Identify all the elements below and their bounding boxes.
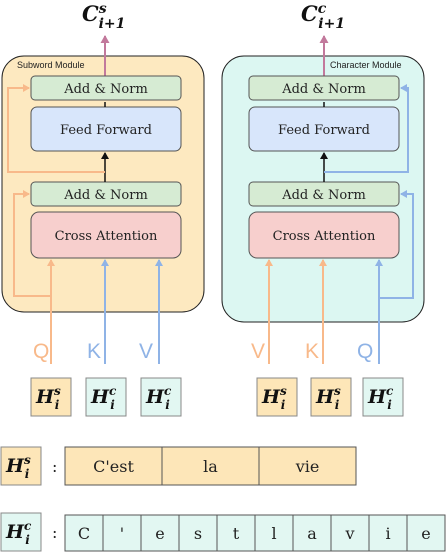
subword-residual-ff — [7, 84, 105, 173]
subword-token-cell — [258, 446, 357, 486]
character-token-text: l — [271, 524, 276, 543]
character-token-text: e — [155, 524, 164, 543]
character-residual-ff — [324, 84, 409, 173]
character-input-k-box — [310, 377, 352, 417]
character-token-list: C ' e s t l a v i e — [64, 514, 446, 552]
character-token-text: e — [421, 524, 430, 543]
character-token-cell — [64, 514, 104, 552]
character-input-q-box — [362, 377, 404, 417]
character-residual-attention — [379, 190, 414, 299]
subword-input-k-box — [85, 377, 127, 417]
subword-cross-attention-label: Cross Attention — [55, 229, 158, 244]
subword-cross-attention — [30, 211, 182, 259]
subword-feed-forward — [30, 106, 182, 152]
subword-seq-colon: : — [52, 457, 57, 476]
character-cross-attention — [248, 211, 400, 259]
subword-k-letter: K — [87, 340, 101, 363]
character-token-cell — [102, 514, 142, 552]
subword-add-norm-top — [30, 75, 182, 101]
subword-token-list: C'est la vie — [64, 446, 357, 486]
character-v-letter: V — [251, 340, 265, 363]
subword-q-letter: Q — [33, 340, 49, 363]
character-cross-attention-label: Cross Attention — [273, 229, 376, 244]
character-feed-forward-label: Feed Forward — [278, 123, 370, 138]
character-token-cell — [406, 514, 446, 552]
character-q-letter: Q — [357, 340, 373, 363]
character-token-cell — [254, 514, 294, 552]
subword-module-label: Subword Module — [17, 60, 85, 70]
subword-token-cell — [64, 446, 163, 486]
subword-seq-label-box — [0, 446, 42, 486]
character-k-letter: K — [305, 340, 319, 363]
subword-input-q-box — [30, 377, 72, 417]
subword-input-v-box — [140, 377, 182, 417]
character-input-v-box — [256, 377, 298, 417]
subword-token-text: la — [203, 457, 218, 476]
character-token-cell — [330, 514, 370, 552]
subword-feed-forward-label: Feed Forward — [60, 123, 152, 138]
character-add-norm-top-label: Add & Norm — [281, 82, 366, 97]
character-add-norm-bottom-label: Add & Norm — [281, 188, 366, 203]
subword-add-norm-bottom-label: Add & Norm — [63, 188, 148, 203]
character-token-text: v — [344, 524, 354, 543]
character-token-cell — [368, 514, 408, 552]
character-token-text: t — [233, 524, 240, 543]
subword-add-norm-bottom — [30, 181, 182, 207]
subword-v-letter: V — [139, 340, 153, 363]
character-token-cell — [140, 514, 180, 552]
subword-token-text: vie — [295, 457, 320, 476]
subword-residual-attention — [13, 190, 51, 297]
character-token-text: ' — [120, 524, 124, 543]
character-token-text: i — [385, 524, 390, 543]
character-module-label: Character Module — [330, 60, 402, 70]
character-seq-colon: : — [52, 523, 57, 542]
character-token-text: a — [307, 524, 317, 543]
character-seq-label-box — [0, 512, 42, 552]
character-token-cell — [216, 514, 256, 552]
character-add-norm-top — [248, 75, 400, 101]
subword-add-norm-top-label: Add & Norm — [63, 82, 148, 97]
subword-token-text: C'est — [93, 457, 134, 476]
character-token-text: s — [194, 524, 202, 543]
character-token-text: C — [78, 524, 90, 543]
character-token-cell — [178, 514, 218, 552]
